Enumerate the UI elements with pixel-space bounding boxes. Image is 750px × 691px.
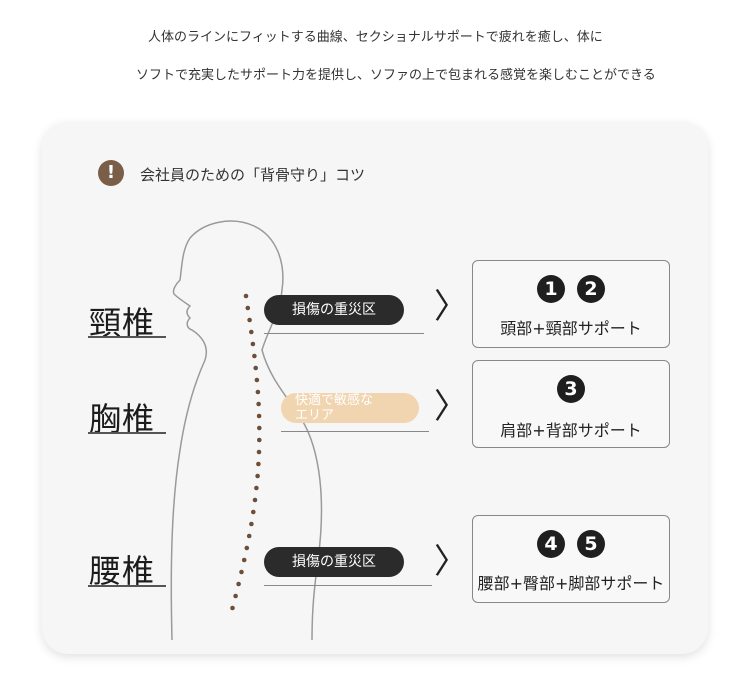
spine-dot — [255, 473, 260, 479]
intro-line-2: ソフトで充実したサポート力を提供し、ソファの上で包まれる感覚を楽しむことができる — [136, 68, 656, 83]
region-underline — [88, 336, 166, 338]
spine-dot — [256, 413, 262, 419]
spine-dot — [245, 305, 251, 311]
spine-dot — [250, 341, 256, 347]
spine-dot — [256, 449, 262, 455]
spine-dot — [256, 461, 261, 467]
support-box-shoulder-back: 3 肩部+背部サポート — [472, 360, 670, 448]
card-title: 会社員のための「背骨守り」コツ — [140, 166, 366, 184]
number-badge: 5 — [577, 530, 605, 558]
spine-dot — [239, 569, 244, 575]
spine-dot — [244, 545, 250, 551]
spine-dot — [253, 365, 258, 371]
spine-dot — [243, 293, 249, 299]
tag-injury-zone-cervical: 損傷の重災区 — [264, 295, 404, 325]
chevron-right-icon: 〉 — [434, 542, 468, 582]
tag-line-2: エリア — [295, 408, 335, 423]
spine-dots — [230, 293, 262, 611]
region-label-cervical: 頸椎 — [89, 304, 156, 342]
tag-comfort-zone-thoracic: 快適で敏感な エリア — [281, 393, 419, 423]
intro-line-1: 人体のラインにフィットする曲線、セクショナルサポートで疲れを癒し、体に — [148, 30, 603, 45]
tag-underline — [264, 585, 432, 587]
spine-dot — [257, 437, 262, 443]
region-underline — [88, 585, 166, 587]
spine-dot — [254, 485, 259, 491]
tag-injury-zone-lumbar: 損傷の重災区 — [264, 547, 404, 577]
spine-dot — [236, 581, 241, 587]
spine-dot — [252, 497, 258, 503]
spine-dot — [233, 593, 238, 599]
region-label-thoracic: 胸椎 — [89, 400, 156, 438]
spine-dot — [241, 557, 247, 563]
spine-dot — [254, 377, 260, 383]
spine-dot — [256, 401, 261, 407]
spine-dot — [230, 605, 235, 611]
number-badge: 2 — [577, 275, 605, 303]
exclamation-icon: ! — [98, 160, 124, 186]
support-numbers: 3 — [473, 375, 669, 403]
tag-underline — [281, 431, 429, 433]
spine-dot — [246, 533, 252, 539]
spine-dot — [257, 425, 262, 431]
spine-dot — [249, 521, 254, 527]
support-label: 肩部+背部サポート — [500, 421, 642, 440]
chevron-right-icon: 〉 — [434, 287, 468, 327]
support-label: 頭部+頸部サポート — [500, 319, 642, 338]
region-underline — [88, 432, 166, 434]
tag-underline — [264, 333, 424, 335]
tag-line-1: 快適で敏感な — [295, 393, 374, 408]
number-badge: 1 — [537, 275, 565, 303]
number-badge: 4 — [537, 530, 565, 558]
spine-dot — [251, 509, 256, 515]
chevron-right-icon: 〉 — [434, 387, 468, 427]
region-label-lumbar: 腰椎 — [89, 552, 156, 590]
spine-dot — [247, 317, 252, 323]
number-badge: 3 — [557, 375, 585, 403]
spine-dot — [255, 389, 261, 395]
spine-dot — [252, 353, 257, 359]
spine-dot — [249, 329, 254, 335]
support-label: 腰部+臀部+脚部サポート — [477, 574, 665, 593]
